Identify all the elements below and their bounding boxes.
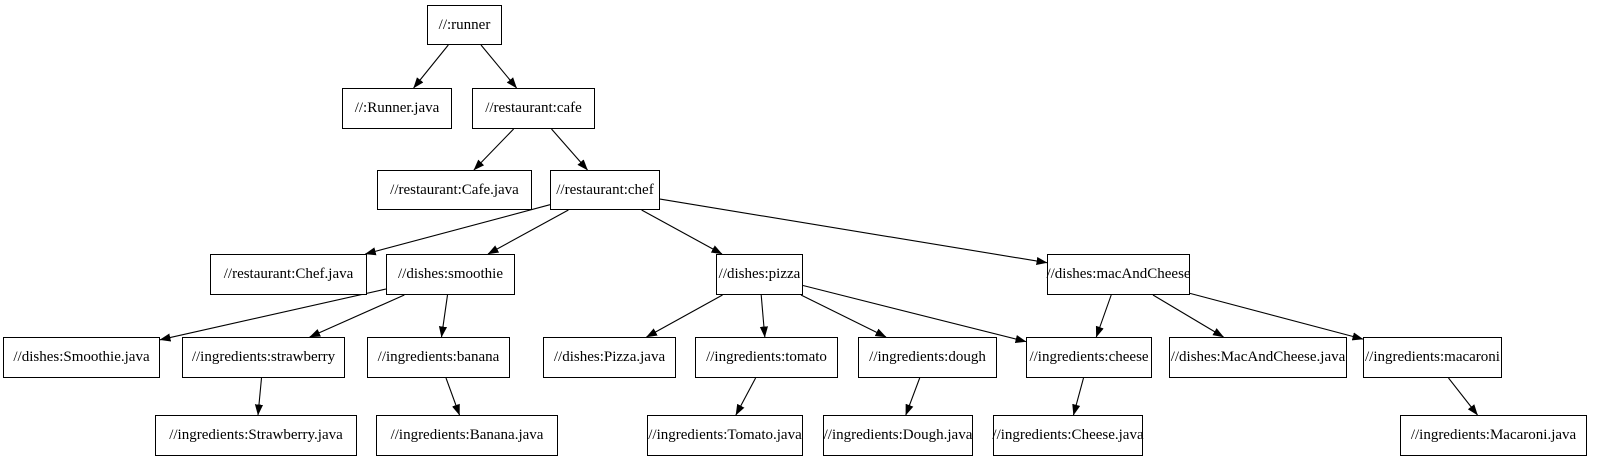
graph-edge-pizza-to-dough (800, 294, 887, 338)
graph-node-cheese-java: //ingredients:Cheese.java (992, 415, 1144, 456)
graph-node-label: //restaurant:Chef.java (223, 266, 354, 282)
graph-edge-chef-to-chef-java (364, 204, 551, 256)
graph-node-smoothie-java: //dishes:Smoothie.java (3, 337, 160, 378)
graph-edge-smoothie-to-smoothie-java (159, 288, 387, 342)
graph-node-label: //ingredients:cheese (1029, 349, 1149, 365)
graph-edge-cafe-to-cafe-java (473, 128, 514, 171)
graph-edge-chef-to-pizza (641, 209, 723, 255)
graph-edge-banana-to-banana-java (445, 377, 461, 416)
graph-node-pizza: //dishes:pizza (716, 254, 803, 295)
graph-node-label: //ingredients:Dough.java (823, 427, 973, 443)
graph-node-dough: //ingredients:dough (858, 337, 997, 378)
graph-edge-tomato-to-tomato-java (735, 377, 757, 416)
graph-edge-runner-to-runner-java (413, 44, 449, 89)
graph-node-runner-java: //:Runner.java (342, 88, 452, 129)
graph-edge-pizza-to-cheese (802, 284, 1027, 344)
graph-node-cafe: //restaurant:cafe (472, 88, 595, 129)
graph-edge-runner-to-cafe (480, 44, 518, 89)
graph-node-runner: //:runner (427, 5, 502, 45)
graph-node-label: //ingredients:banana (377, 349, 500, 365)
graph-node-label: //ingredients:macaroni (1365, 349, 1500, 365)
graph-node-macaroni-java: //ingredients:Macaroni.java (1400, 415, 1587, 456)
graph-node-tomato-java: //ingredients:Tomato.java (647, 415, 803, 456)
graph-node-label: //dishes:macAndCheese (1046, 266, 1191, 282)
graph-edge-mac-and-cheese-to-cheese (1095, 294, 1112, 338)
graph-node-dough-java: //ingredients:Dough.java (823, 415, 973, 456)
graph-edge-cafe-to-chef (551, 128, 588, 171)
graph-node-label: //dishes:Smoothie.java (13, 349, 150, 365)
graph-edge-mac-and-cheese-to-mac-and-cheese-java (1152, 294, 1224, 338)
graph-edge-smoothie-to-banana (438, 294, 449, 338)
graph-edge-macaroni-to-macaroni-java (1448, 377, 1478, 416)
graph-node-tomato: //ingredients:tomato (695, 337, 838, 378)
graph-node-label: //dishes:MacAndCheese.java (1170, 349, 1346, 365)
graph-node-cafe-java: //restaurant:Cafe.java (377, 170, 532, 210)
graph-edge-dough-to-dough-java (905, 377, 921, 416)
graph-node-macaroni: //ingredients:macaroni (1363, 337, 1502, 378)
graph-node-label: //ingredients:dough (869, 349, 986, 365)
graph-edge-mac-and-cheese-to-macaroni (1189, 292, 1364, 341)
graph-node-label: //ingredients:Cheese.java (992, 427, 1144, 443)
graph-node-label: //ingredients:Macaroni.java (1410, 427, 1577, 443)
graph-node-label: //restaurant:chef (556, 181, 654, 198)
graph-node-strawberry-java: //ingredients:Strawberry.java (155, 415, 357, 456)
graph-node-mac-and-cheese: //dishes:macAndCheese (1046, 254, 1191, 295)
graph-node-label: //ingredients:Banana.java (390, 427, 544, 443)
graph-edge-chef-to-mac-and-cheese (659, 198, 1048, 266)
graph-node-label: //ingredients:Tomato.java (648, 427, 802, 443)
graph-node-label: //dishes:Pizza.java (553, 349, 666, 365)
graph-node-label: //ingredients:strawberry (191, 349, 336, 365)
graph-node-mac-and-cheese-java: //dishes:MacAndCheese.java (1169, 337, 1347, 378)
graph-node-chef: //restaurant:chef (550, 170, 660, 210)
graph-edge-cheese-to-cheese-java (1072, 377, 1085, 416)
graph-node-label: //dishes:smoothie (398, 266, 503, 282)
graph-node-label: //dishes:pizza (718, 266, 801, 282)
graph-node-label: //ingredients:Strawberry.java (169, 427, 343, 443)
graph-node-banana: //ingredients:banana (367, 337, 510, 378)
graph-edge-chef-to-smoothie (487, 209, 569, 255)
graph-edge-strawberry-to-strawberry-java (254, 377, 264, 416)
graph-node-cheese: //ingredients:cheese (1026, 337, 1152, 378)
graph-edge-pizza-to-pizza-java (646, 294, 723, 338)
graph-node-chef-java: //restaurant:Chef.java (210, 254, 367, 295)
graph-node-label: //restaurant:cafe (485, 100, 582, 116)
graph-node-pizza-java: //dishes:Pizza.java (543, 337, 676, 378)
graph-edge-pizza-to-tomato (759, 294, 768, 338)
graph-node-strawberry: //ingredients:strawberry (182, 337, 345, 378)
graph-node-label: //:runner (438, 16, 491, 33)
graph-node-smoothie: //dishes:smoothie (386, 254, 515, 295)
graph-node-label: //restaurant:Cafe.java (390, 181, 519, 198)
graph-node-banana-java: //ingredients:Banana.java (376, 415, 558, 456)
graph-node-label: //:Runner.java (354, 100, 440, 116)
graph-edge-smoothie-to-strawberry (309, 294, 405, 338)
graph-node-label: //ingredients:tomato (706, 349, 827, 365)
